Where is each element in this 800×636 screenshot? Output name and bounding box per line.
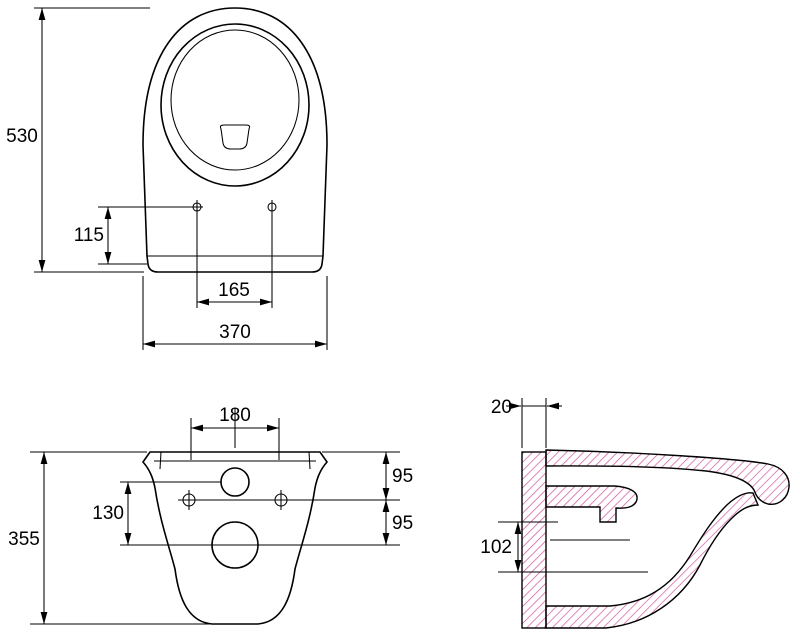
- toilet-side-section-view: 20 102: [480, 397, 790, 629]
- toilet-body-outline-top: [142, 7, 328, 273]
- dim-label-165: 165: [218, 280, 250, 301]
- dimension-102: 102: [480, 521, 648, 573]
- dim-label-370: 370: [219, 322, 251, 343]
- toilet-top-view: 530 115 165 370: [6, 7, 328, 350]
- dim-label-130: 130: [92, 503, 124, 524]
- toilet-rear-view: 180 95 95 130 355: [8, 405, 413, 625]
- toilet-body-outline-rear: [141, 451, 329, 625]
- dimension-355: 355: [8, 451, 210, 625]
- dimension-165: 165: [196, 200, 273, 308]
- section-back-wall: [521, 451, 547, 629]
- rim-side-line-left: [159, 451, 162, 470]
- dimension-20: 20: [491, 397, 562, 448]
- dim-label-95-lower: 95: [392, 513, 413, 534]
- flush-inlet-circle: [220, 467, 250, 497]
- dim-label-20: 20: [491, 397, 512, 418]
- dim-label-95-upper: 95: [392, 466, 413, 487]
- section-bowl-bottom-and-front: [545, 492, 760, 629]
- dimension-115: 115: [74, 206, 203, 265]
- dim-label-180: 180: [219, 405, 251, 426]
- dimension-370: 370: [142, 276, 328, 350]
- section-flush-channel-shelf: [545, 485, 638, 523]
- section-rim-top-band: [545, 449, 790, 505]
- dimension-530: 530: [6, 7, 150, 273]
- water-inlet-shape: [219, 124, 251, 150]
- dim-label-355: 355: [8, 529, 40, 550]
- seat-outer-ellipse: [160, 23, 310, 187]
- dimension-180: 180: [190, 405, 280, 460]
- dim-label-102: 102: [480, 537, 512, 558]
- dimension-130: 130: [92, 481, 221, 545]
- dim-label-530: 530: [6, 126, 38, 147]
- rim-side-line-right: [308, 451, 311, 470]
- dimension-95-pair: 95 95: [120, 451, 413, 546]
- bowl-rim-ellipse: [170, 29, 300, 171]
- dim-label-115: 115: [74, 225, 104, 246]
